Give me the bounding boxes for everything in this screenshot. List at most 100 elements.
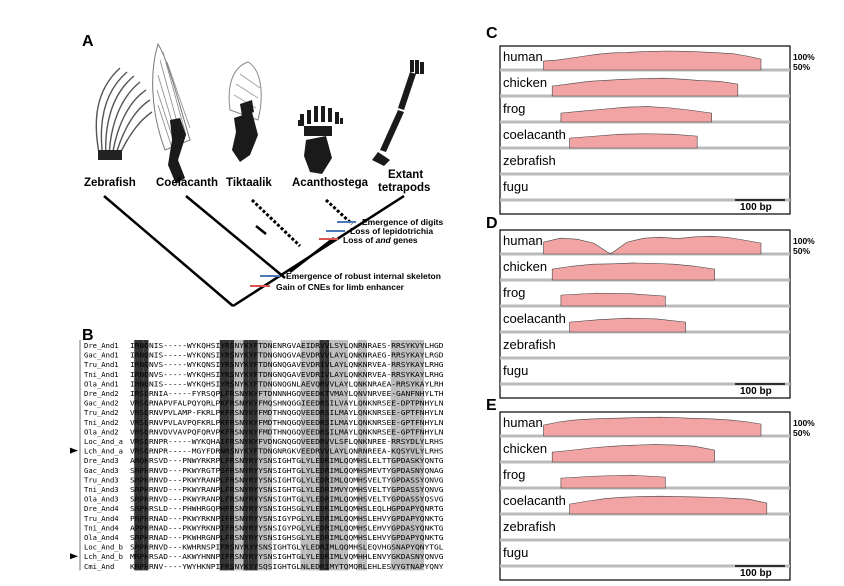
alignment-row-name: Tni_And2 xyxy=(84,418,119,427)
alignment-row-marker xyxy=(70,447,78,454)
alignment-shade-dark xyxy=(319,340,325,571)
track-label: frog xyxy=(503,285,525,300)
alignment-row-name: Lch_And_a xyxy=(84,447,123,456)
alignment-shade-light xyxy=(333,340,339,571)
alignment-row-name: Tni_And4 xyxy=(84,523,119,532)
conservation-peak xyxy=(569,133,698,149)
alignment-row-name: Cmi_And xyxy=(84,562,114,571)
alignment-row-seq: SRPHRNVD---PKWYRANPLFRSNYRYYSNSIGHTGLYLE… xyxy=(130,475,444,484)
alignment-row-name: Dre_And2 xyxy=(84,389,119,398)
conservation-peak xyxy=(560,474,666,489)
alignment-shade-dark xyxy=(134,340,139,571)
tetrapod-limb-illustration xyxy=(372,60,424,166)
panel-letter-b: B xyxy=(82,327,94,344)
conservation-peak xyxy=(543,235,762,255)
alignment-row-name: Gac_And1 xyxy=(84,351,119,360)
percent-label-50: 50% xyxy=(793,428,810,438)
percent-label-50: 50% xyxy=(793,246,810,256)
alignment-row-seq: MRPHRSAD---AKWYHNNPIFRSNYRYYSNSIGHTGLYLE… xyxy=(130,552,444,561)
taxon-label-tiktaalik: Tiktaalik xyxy=(226,177,272,189)
alignment-row-name: Loc_And_a xyxy=(84,437,123,446)
taxon-label-acanthostega: Acanthostega xyxy=(292,177,369,189)
alignment-row-seq: SRPHRSLD---PHWHRGQPHFRSNYRYYSNSIGHSGLYLE… xyxy=(130,504,444,513)
alignment-row-seq: VRSQRNVPVLAVPQFKRLPKFRSNYKYFMDTHNQGQVEED… xyxy=(130,418,444,427)
conservation-peak xyxy=(551,262,715,281)
alignment-shade-light xyxy=(409,340,415,571)
event-label-skeleton: Emergence of robust internal skeleton xyxy=(286,271,441,281)
alignment-row-name: Ola_And1 xyxy=(84,379,119,388)
track-label: fugu xyxy=(503,363,528,378)
conservation-panel-e: humanchickenfrogcoelacanthzebrafishfugu1… xyxy=(499,411,815,581)
alignment-row-name: Dre_And3 xyxy=(84,456,119,465)
alignment-row-name: Dre_And1 xyxy=(84,341,119,350)
track-label: zebrafish xyxy=(503,337,556,352)
conservation-peak xyxy=(543,50,762,71)
alignment-row-seq: VRSQRNVPVLAMP-FKRLPKFRSNYKYFMDTHNQGQVEED… xyxy=(130,408,444,417)
track-label: fugu xyxy=(503,545,528,560)
track-label: frog xyxy=(503,467,525,482)
conservation-peak xyxy=(543,416,762,437)
panel-frame xyxy=(499,411,791,581)
zebrafish-fin-illustration xyxy=(95,67,153,160)
panel-frame xyxy=(499,229,791,399)
alignment-row-name: Ola_And2 xyxy=(84,427,119,436)
conservation-panel-c: humanchickenfrogcoelacanthzebrafishfugu1… xyxy=(499,45,815,215)
conservation-peak xyxy=(551,77,739,97)
alignment-row-name: Tni_And1 xyxy=(84,370,119,379)
event-label-and-genes: Loss of and genes xyxy=(343,235,418,245)
panel-letter-e: E xyxy=(486,397,497,414)
alignment-shade-light xyxy=(314,340,320,571)
event-label-lepidotrichia: Loss of lepidotrichia xyxy=(350,226,433,236)
alignment-shade-dark xyxy=(243,340,249,571)
acanthostega-limb-illustration xyxy=(298,106,343,174)
alignment-row-name: Lch_And_b xyxy=(84,552,123,561)
alignment-row-seq: SRPHRNVD---PKWYRGTPSFRSNYRYYSNSIGHTGLYLE… xyxy=(130,466,444,475)
taxon-label-coelacanth: Coelacanth xyxy=(156,177,218,189)
percent-label-50: 50% xyxy=(793,62,810,72)
conservation-peak xyxy=(569,495,768,515)
alignment-row-name: Tru_And4 xyxy=(84,514,119,523)
alignment-shade-light xyxy=(267,340,272,571)
alignment-shade-light xyxy=(343,340,348,571)
scale-bar-label: 100 bp xyxy=(740,386,772,397)
taxon-label-extant: Extant xyxy=(388,169,423,181)
alignment-row-seq: IRNQNIS-----WYKQHSIYRSNYKYFTDNENRGVAEIDR… xyxy=(130,341,444,350)
scale-bar-label: 100 bp xyxy=(740,202,772,213)
alignment-shade-light xyxy=(238,340,244,571)
alignment-row-name: Tru_And1 xyxy=(84,360,119,369)
alignment-shade-dark xyxy=(219,340,225,571)
alignment-row-seq: SRPHRNAD---PKWHRGNPLFRSNYRYYSNSIGHSGLYLE… xyxy=(130,533,444,542)
conservation-panel-d: humanchickenfrogcoelacanthzebrafishfugu1… xyxy=(499,229,815,399)
alignment-shade-dark xyxy=(248,340,253,571)
panel-letter-c: C xyxy=(486,25,498,42)
alignment-row-name: Gac_And2 xyxy=(84,399,119,408)
percent-label-100: 100% xyxy=(793,418,815,428)
track-label: chicken xyxy=(503,441,547,456)
track-label: fugu xyxy=(503,179,528,194)
alignment-shade-light xyxy=(419,340,424,571)
alignment-shade-dark xyxy=(229,340,234,571)
alignment-shade-light xyxy=(414,340,420,571)
alignment-row-seq: VRSQRNPR-----MGYFDRNRSNYKYFTDNGNRGKVEEDR… xyxy=(130,447,444,456)
alignment-row-seq: APPHRNAD---PKWYRKNPIFRSNYRYYSNSIGYPGLYLE… xyxy=(130,523,444,532)
alignment-row-seq: SRPHRNVD---PKWYRANPLFRSNYRYYSNSIGHTGLYLE… xyxy=(130,485,444,494)
conservation-peak xyxy=(569,317,686,333)
alignment-row-seq: IRNQNVS-----WYKQNSIYRSNYKYFTDNGNQGAVEVDR… xyxy=(130,360,444,369)
alignment-row-marker xyxy=(70,553,78,560)
alignment-row-seq: IRNQNIS-----WYKQHSIYRSNYKYFTDNGNQGNLAEVQ… xyxy=(130,379,444,388)
alignment-row-seq: IRNQNVS-----WYKQHSIYRSNYKYFTDNGNQGAVEVDR… xyxy=(130,370,444,379)
alignment-row-seq: VRSQRNAPVFALPQYQRLPKFRSNYKYFMQSHNQGGIEED… xyxy=(130,399,444,408)
conservation-peak xyxy=(551,444,715,463)
alignment-row-seq: VRSQRNVDVVAVPQFQRVPKFRSNYKYFMDTHNQGQVEED… xyxy=(130,427,444,436)
panel-frame xyxy=(499,45,791,215)
track-label: human xyxy=(503,49,543,64)
track-label: zebrafish xyxy=(503,153,556,168)
track-label: coelacanth xyxy=(503,127,566,142)
conservation-peak xyxy=(560,292,666,307)
alignment-shade-dark xyxy=(224,340,230,571)
panel-letter-a: A xyxy=(82,33,94,50)
alignment-row-seq: PRPHRNAD---PKWYRKNPIFRSNYRYYSNSIGYPGLYLE… xyxy=(130,514,444,523)
track-label: chicken xyxy=(503,259,547,274)
coelacanth-fin-illustration xyxy=(152,42,191,184)
alignment-shade-dark xyxy=(253,340,258,571)
